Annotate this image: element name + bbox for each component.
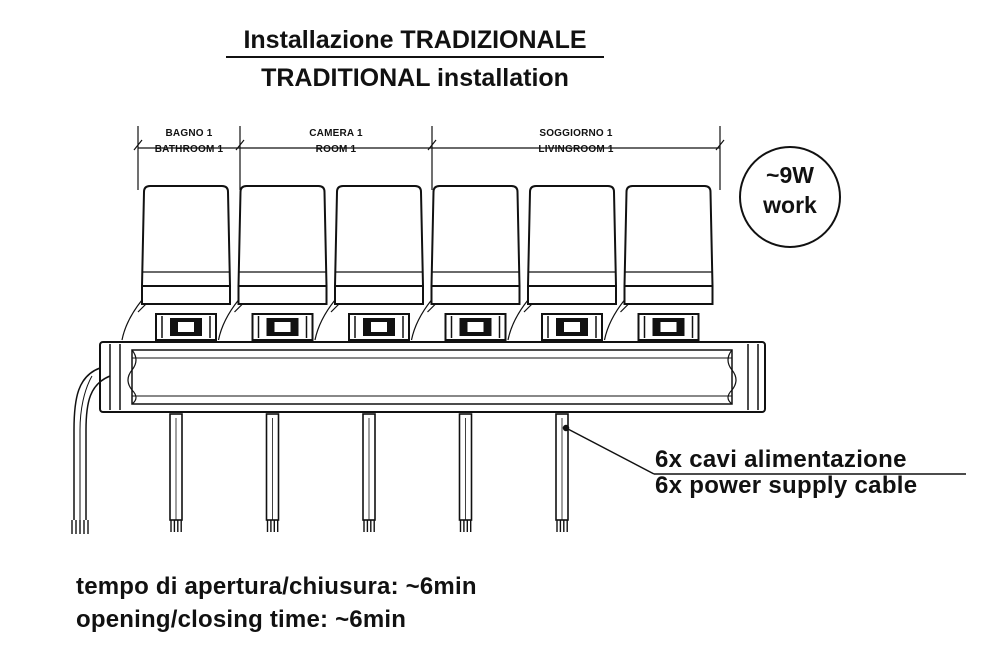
- cable-leader-line: [562, 424, 966, 475]
- zone-label-livingroom-en: LIVINGROOM 1: [538, 144, 614, 155]
- zone-label-livingroom: SOGGIORNO 1 LIVINGROOM 1: [434, 128, 718, 155]
- zone-label-room-it: CAMERA 1: [309, 128, 363, 139]
- power-cable-left: [71, 367, 111, 534]
- zone-label-bathroom: BAGNO 1 BATHROOM 1: [140, 128, 238, 155]
- power-badge-work: work: [763, 192, 817, 218]
- power-cable: [265, 413, 280, 532]
- zone-label-livingroom-it: SOGGIORNO 1: [539, 128, 613, 139]
- actuator-head: [603, 185, 714, 341]
- actuator-head: [410, 185, 521, 341]
- timing-english: opening/closing time: ~6min: [76, 606, 407, 633]
- power-cable: [362, 413, 376, 532]
- zone-label-room-en: ROOM 1: [315, 144, 357, 155]
- zone-label-bathroom-it: BAGNO 1: [165, 128, 213, 139]
- power-cable: [555, 413, 569, 532]
- power-cable: [169, 413, 183, 532]
- actuator-head: [314, 185, 425, 341]
- power-badge-watt: ~9W: [766, 162, 814, 188]
- power-badge-circle: [739, 146, 841, 248]
- title-english: TRADITIONAL installation: [261, 64, 569, 92]
- manifold-bar: [99, 341, 766, 413]
- actuator-head: [507, 185, 618, 341]
- cable-note-italian: 6x cavi alimentazione: [655, 446, 907, 473]
- actuator-group: [121, 185, 714, 341]
- power-cables: [169, 413, 569, 532]
- title-underline: [226, 56, 604, 58]
- power-cable: [458, 413, 473, 532]
- timing-italian: tempo di apertura/chiusura: ~6min: [76, 573, 477, 600]
- zone-label-room: CAMERA 1 ROOM 1: [242, 128, 430, 155]
- actuator-head: [121, 185, 232, 341]
- zone-dimension-lines: [133, 126, 725, 190]
- actuator-head: [217, 185, 328, 341]
- zone-label-bathroom-en: BATHROOM 1: [154, 144, 224, 155]
- title-italian: Installazione TRADIZIONALE: [243, 26, 587, 54]
- power-badge: ~9W work: [740, 160, 840, 220]
- cable-note-english: 6x power supply cable: [655, 472, 918, 499]
